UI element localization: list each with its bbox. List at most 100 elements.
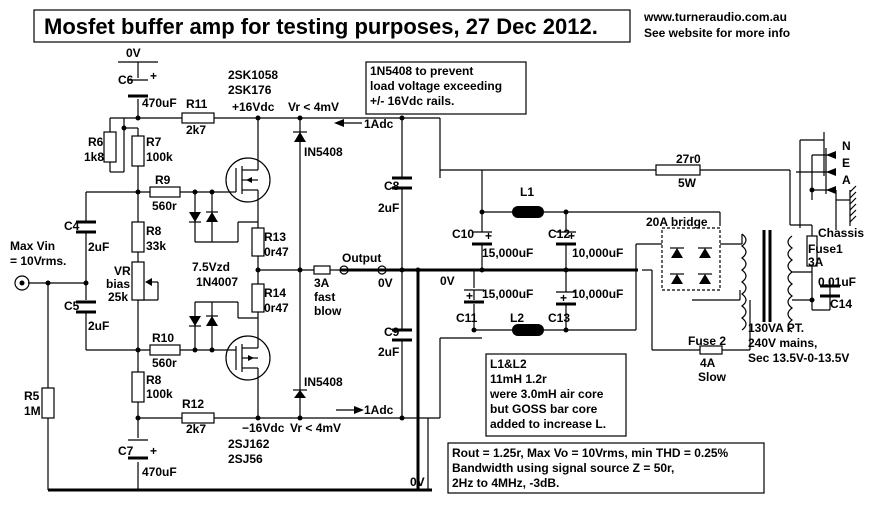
label-c4: C4 (64, 219, 80, 233)
label-vr: VR (114, 264, 131, 278)
note-inductor-line4: but GOSS bar core (490, 402, 598, 416)
label-c4-value: 2uF (88, 240, 109, 254)
label-c12: C12 (548, 227, 570, 241)
output-terminal[interactable] (339, 265, 349, 275)
resistor-r14 (251, 283, 265, 313)
label-c11: C11 (456, 311, 478, 325)
label-fuse-out-2: fast (314, 290, 335, 304)
label-c9-value: 2uF (378, 345, 399, 359)
label-r27: 27r0 (676, 152, 701, 166)
inductor-l1 (512, 206, 544, 218)
label-chassis: Chassis (818, 226, 864, 240)
note-diode-line3: +/- 16Vdc rails. (370, 94, 454, 108)
capacitor-c6: + (128, 69, 157, 98)
label-fuse2-type: Slow (698, 370, 727, 384)
note-spec-line3: 2Hz to 4MHz, -3dB. (452, 476, 559, 490)
mosfet-top (225, 157, 271, 203)
capacitor-c12: + (556, 229, 576, 246)
chassis-ground-icon (836, 185, 857, 226)
note-inductor-line3: were 3.0mH air core (489, 387, 604, 401)
note-spec-line2: Bandwidth using signal source Z = 50r, (452, 461, 674, 475)
potentiometer-vr[interactable] (131, 261, 152, 301)
capacitor-c7: + (128, 439, 157, 460)
capacitor-c11: + (464, 289, 484, 304)
transformer (741, 230, 793, 333)
capacitor-c13: + (556, 291, 576, 306)
current-arrow-top (334, 119, 362, 127)
capacitor-c14 (820, 284, 840, 298)
svg-text:+: + (568, 229, 575, 243)
note-diode-line1: 1N5408 to prevent (370, 64, 473, 78)
label-r7-value: 100k (146, 150, 173, 164)
label-max-vin-1: Max Vin (10, 239, 55, 253)
junction-dots (45, 115, 815, 421)
label-output: Output (342, 251, 381, 265)
capacitor-c9 (392, 328, 412, 342)
label-q-bottom-2: 2SJ56 (228, 452, 263, 466)
input-jack[interactable] (14, 275, 30, 291)
label-q-top-2: 2SK176 (228, 83, 272, 97)
fuse-1 (806, 235, 818, 267)
resistor-r5 (41, 387, 55, 419)
component-labels: 0V C6 470uF R11 2k7 2SK1058 2SK176 +16Vd… (10, 46, 864, 489)
label-r8-upper: R8 (146, 224, 162, 238)
capacitor-c4 (76, 220, 96, 234)
label-vr-role: bias (106, 277, 130, 291)
note-spec-box (447, 442, 765, 494)
label-c5-value: 2uF (88, 319, 109, 333)
label-r7: R7 (146, 135, 162, 149)
label-0v-bottom: 0V (410, 475, 425, 489)
label-r14-value: 0r47 (264, 301, 289, 315)
label-c7-value: 470uF (142, 465, 177, 479)
label-pt-1: 130VA PT. (748, 321, 804, 335)
label-r8-lower-value: 100k (146, 387, 173, 401)
note-spec-line1: Rout = 1.25r, Max Vo = 10Vrms, min THD =… (452, 446, 729, 460)
note-diode-box (365, 61, 527, 115)
label-r13-value: 0r47 (264, 245, 289, 259)
label-mid-0v: 0V (440, 274, 455, 288)
label-fuse1-value: 3A (808, 255, 824, 269)
output-ground-terminal[interactable] (377, 265, 387, 275)
resistor-r8-upper (131, 221, 145, 253)
mains-terminals (825, 148, 836, 194)
label-fuse-out-1: 3A (314, 276, 330, 290)
label-c14-value: 0.01uF (818, 275, 856, 289)
title-box (33, 9, 631, 43)
label-c12-value: 10,000uF (572, 246, 623, 260)
label-mains-e: E (842, 156, 850, 170)
label-c13: C13 (548, 311, 570, 325)
label-current-top: 1Adc (364, 117, 394, 131)
resistor-r10 (149, 344, 181, 356)
label-max-vin-2: = 10Vrms. (10, 254, 66, 268)
resistor-r13 (251, 227, 265, 257)
note-inductor-line2: 11mH 1.2r (490, 372, 547, 386)
label-c9: C9 (384, 325, 400, 339)
label-zener-1: 7.5Vzd (192, 260, 230, 274)
ground-bus (48, 268, 638, 492)
inductor-l2 (512, 324, 544, 336)
bridge-rectifier (661, 227, 721, 291)
label-r10: R10 (152, 331, 174, 345)
label-output-0v: 0V (378, 276, 393, 290)
label-vr-top: Vr < 4mV (288, 100, 339, 114)
website-url[interactable]: www.turneraudio.com.au (643, 10, 787, 24)
label-c11-value: 15,000uF (482, 287, 533, 301)
svg-text:+: + (150, 69, 157, 83)
label-r6: R6 (88, 135, 104, 149)
resistor-r7 (131, 135, 145, 167)
label-vr-value: 25k (108, 290, 128, 304)
label-pos-rail: +16Vdc (232, 100, 275, 114)
label-c7: C7 (118, 444, 134, 458)
zener-diodes-bottom (189, 315, 218, 327)
zener-diodes-top (189, 211, 218, 223)
label-q-top-1: 2SK1058 (228, 68, 278, 82)
label-c6-value: 470uF (142, 96, 177, 110)
label-r5: R5 (24, 389, 40, 403)
label-r11-value: 2k7 (186, 123, 206, 137)
label-c10: C10 (452, 227, 474, 241)
label-r8-lower: R8 (146, 373, 162, 387)
label-r6-value: 1k8 (84, 150, 104, 164)
label-r13: R13 (264, 230, 286, 244)
label-mains-a: A (842, 173, 851, 187)
label-c13-value: 10,000uF (572, 287, 623, 301)
